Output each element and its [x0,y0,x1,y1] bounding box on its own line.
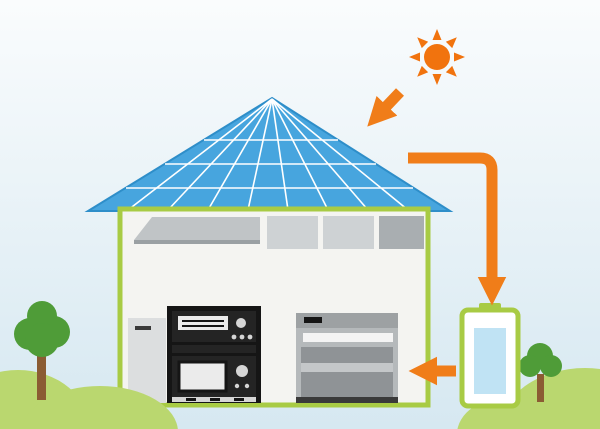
dishwasher-handle-slot [303,333,393,342]
microwave [172,356,256,397]
range-hood [134,217,260,240]
microwave-knob [236,365,248,377]
left-tree [14,301,70,400]
range-hood-shadow [134,240,260,244]
sun-icon [409,29,465,85]
upstairs-windows [134,216,424,249]
right-tree-trunk [537,374,544,402]
right-tree [519,343,562,402]
window-pane [267,216,318,249]
solar-panel-grid [126,98,413,211]
window-pane [379,216,424,249]
left-tree-trunk [37,350,46,400]
sun-rays [409,29,465,85]
kitchen-appliance-stack [167,306,261,403]
sun-to-roof-arrow-icon [367,88,404,127]
refrigerator-handle [135,326,151,330]
dishwasher [296,313,398,403]
roof-to-battery-arrow-icon [408,152,507,306]
refrigerator [128,318,166,403]
house [117,206,431,408]
storage-battery [459,303,521,409]
control-knob [236,318,246,328]
battery-level [474,328,506,394]
dishwasher-control [304,317,322,323]
window-pane [323,216,374,249]
control-display [178,316,228,330]
microwave-window [177,360,228,393]
